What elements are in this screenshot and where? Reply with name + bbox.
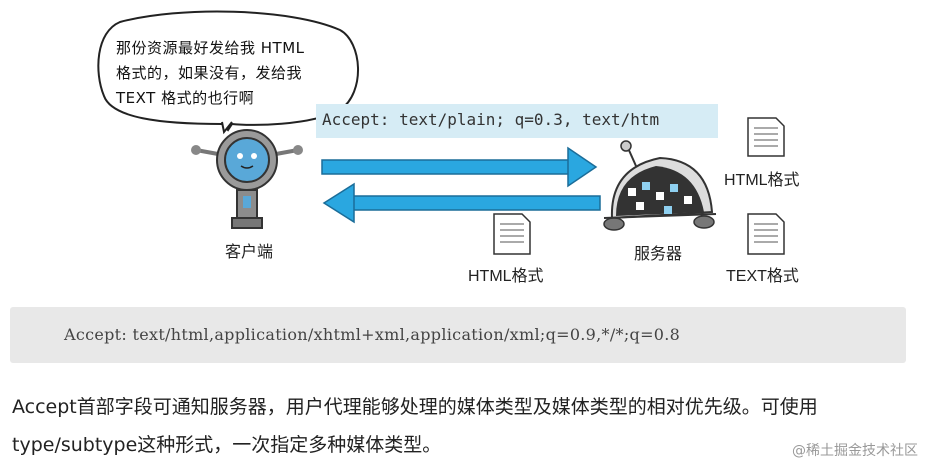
server-robot-icon [604, 141, 716, 230]
text-document-icon [748, 214, 784, 254]
html-doc-label: HTML格式 [724, 166, 800, 190]
speech-bubble-text: 那份资源最好发给我 HTML 格式的，如果没有，发给我 TEXT 格式的也行啊 [116, 36, 346, 111]
description-paragraph: Accept首部字段可通知服务器，用户代理能够处理的媒体类型及媒体类型的相对优先… [12, 388, 918, 464]
request-header-text: Accept: text/plain; q=0.3, text/htm [322, 110, 659, 129]
client-robot-icon [191, 130, 303, 228]
text-doc-label: TEXT格式 [726, 262, 799, 286]
request-arrow [322, 148, 596, 186]
response-doc-label: HTML格式 [468, 262, 544, 286]
code-block-text: Accept: text/html,application/xhtml+xml,… [64, 325, 680, 344]
response-arrow [324, 184, 600, 222]
response-document-icon [494, 214, 530, 254]
server-label: 服务器 [634, 240, 682, 264]
client-label: 客户端 [225, 238, 273, 262]
watermark: @稀土掘金技术社区 [792, 440, 918, 460]
html-document-icon [748, 118, 784, 156]
